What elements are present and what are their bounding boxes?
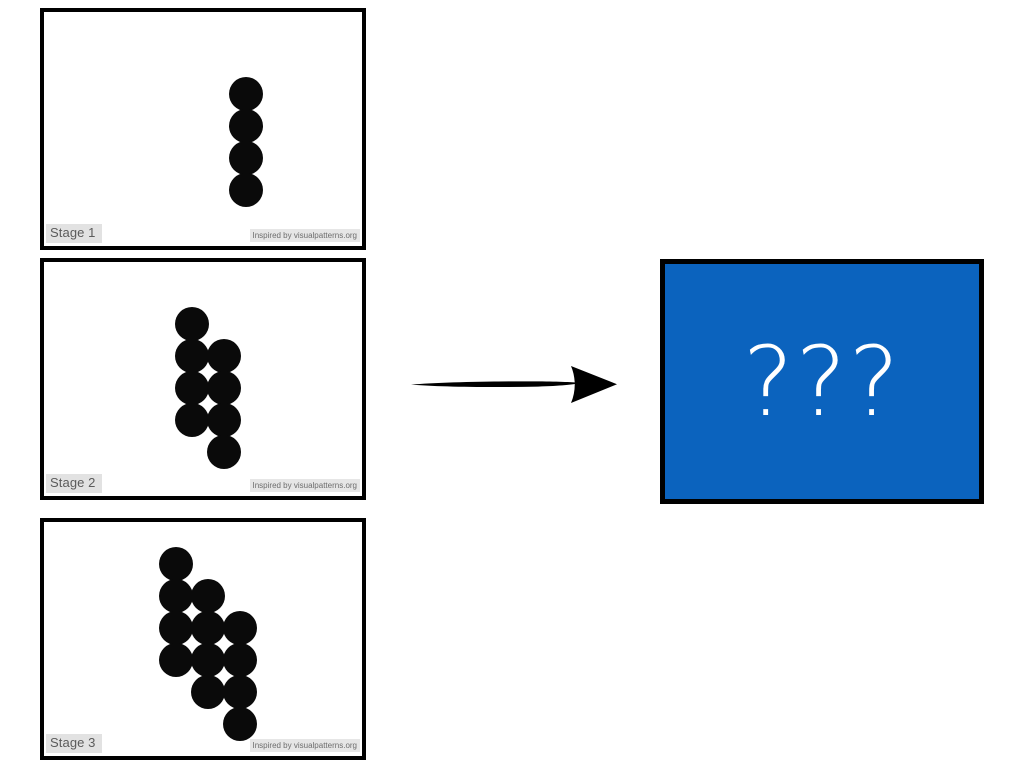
stage-3-label: Stage 3 [46, 734, 102, 753]
stage-3-dot-canvas [44, 522, 362, 756]
stage-1-dot-canvas [44, 12, 362, 246]
question-marks-text: ??? [742, 325, 902, 438]
stage-2-dot-canvas [44, 262, 362, 496]
pattern-dot [175, 339, 209, 373]
stage-2-credit: Inspired by visualpatterns.org [249, 479, 360, 492]
stage-1-credit: Inspired by visualpatterns.org [249, 229, 360, 242]
pattern-dot [159, 579, 193, 613]
pattern-dot [229, 77, 263, 111]
pattern-dot [207, 371, 241, 405]
pattern-dot [175, 371, 209, 405]
pattern-dot [223, 611, 257, 645]
answer-box-fill: ??? [665, 264, 979, 499]
stage-panel-1: Stage 1 Inspired by visualpatterns.org [40, 8, 366, 250]
pattern-dot [159, 547, 193, 581]
pattern-dot [191, 675, 225, 709]
pattern-dot [191, 579, 225, 613]
answer-box: ??? [660, 259, 984, 504]
pattern-dot [159, 643, 193, 677]
pattern-dot [175, 307, 209, 341]
pattern-dot [223, 675, 257, 709]
pattern-dot [191, 643, 225, 677]
pattern-dot [175, 403, 209, 437]
pattern-dot [207, 403, 241, 437]
pattern-dot [159, 611, 193, 645]
stage-3-credit: Inspired by visualpatterns.org [249, 739, 360, 752]
stage-panel-3: Stage 3 Inspired by visualpatterns.org [40, 518, 366, 760]
pattern-dot [229, 173, 263, 207]
pattern-dot [207, 435, 241, 469]
stage-panel-2: Stage 2 Inspired by visualpatterns.org [40, 258, 366, 500]
pattern-dot [229, 141, 263, 175]
pattern-dot [223, 643, 257, 677]
pattern-dot [229, 109, 263, 143]
pattern-dot [191, 611, 225, 645]
pattern-dot [223, 707, 257, 741]
pattern-dot [207, 339, 241, 373]
stage-1-label: Stage 1 [46, 224, 102, 243]
stage-2-label: Stage 2 [46, 474, 102, 493]
transform-arrow-icon [408, 358, 620, 410]
